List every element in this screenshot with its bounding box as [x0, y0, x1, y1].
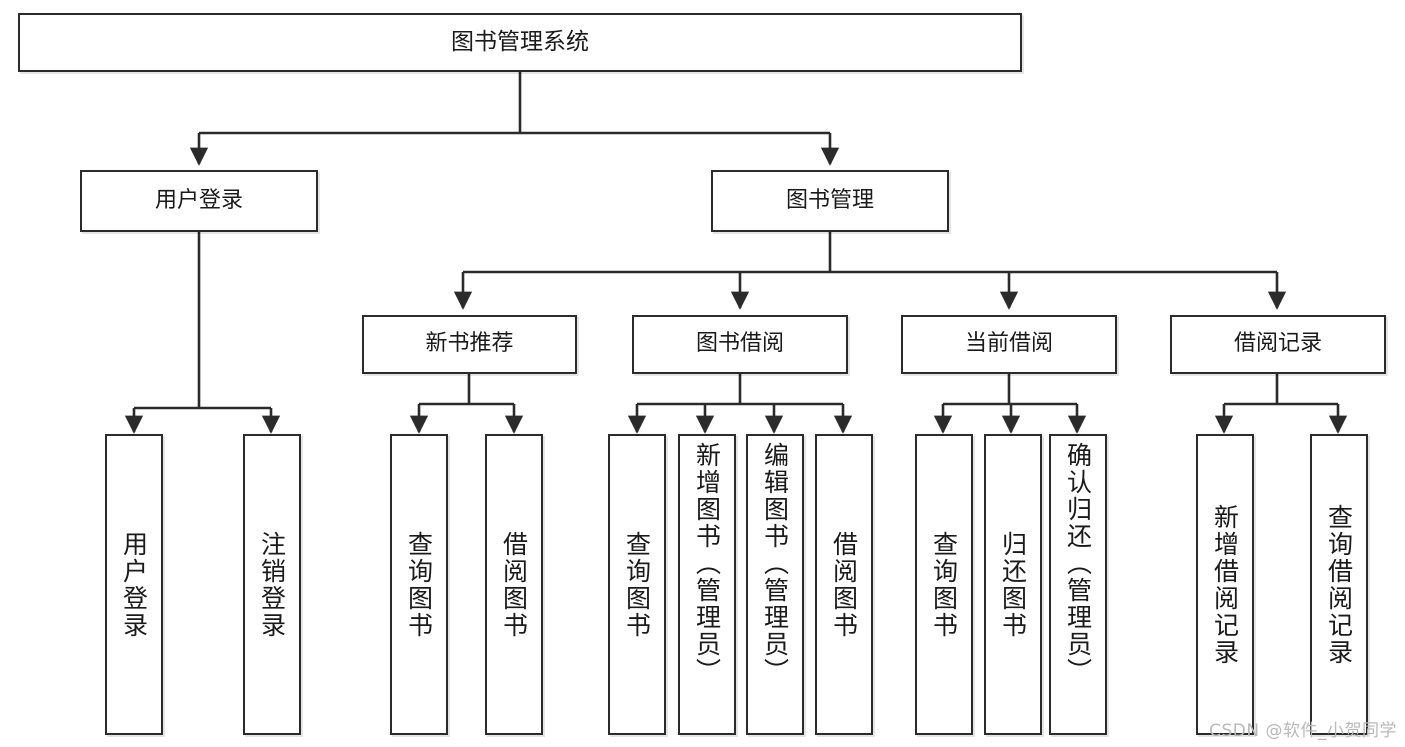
- node-current-borrow-label: 当前借阅: [964, 331, 1053, 357]
- node-leaf-borrow-book-bookborrow-label: 借阅图书: [829, 530, 859, 639]
- node-leaf-logout[interactable]: 注销登录: [243, 434, 301, 735]
- node-current-borrow[interactable]: 当前借阅: [901, 315, 1117, 374]
- node-root-label: 图书管理系统: [451, 28, 589, 55]
- node-leaf-user-login-label: 用户登录: [119, 530, 149, 639]
- node-leaf-borrow-book-newbook-label: 借阅图书: [499, 530, 529, 639]
- node-borrow-record-label: 借阅记录: [1233, 331, 1322, 357]
- node-book-borrow[interactable]: 图书借阅: [632, 315, 848, 374]
- node-leaf-edit-book-admin[interactable]: 编辑图书（管理员）: [746, 434, 804, 735]
- node-leaf-user-login[interactable]: 用户登录: [105, 434, 163, 735]
- node-leaf-add-borrow-record[interactable]: 新增借阅记录: [1196, 434, 1254, 735]
- node-book-management[interactable]: 图书管理: [711, 170, 949, 232]
- csdn-watermark: CSDN @软件_小贺同学: [1209, 721, 1397, 741]
- node-new-book-recommendation-label: 新书推荐: [425, 331, 514, 357]
- node-borrow-record[interactable]: 借阅记录: [1170, 315, 1386, 374]
- node-leaf-add-book-admin[interactable]: 新增图书（管理员）: [678, 434, 736, 735]
- node-book-management-label: 图书管理: [785, 187, 874, 213]
- node-leaf-add-borrow-record-label: 新增借阅记录: [1210, 503, 1240, 666]
- node-root-book-management-system[interactable]: 图书管理系统: [18, 13, 1022, 72]
- node-leaf-query-book-newbook[interactable]: 查询图书: [390, 434, 448, 735]
- node-book-borrow-label: 图书借阅: [695, 331, 784, 357]
- node-leaf-query-borrow-record-label: 查询借阅记录: [1324, 503, 1354, 666]
- node-leaf-confirm-return-admin-label: 确认归还（管理员）: [1063, 442, 1093, 685]
- node-user-login-label: 用户登录: [154, 187, 243, 213]
- node-leaf-add-book-admin-label: 新增图书（管理员）: [692, 442, 722, 685]
- node-leaf-return-book-label: 归还图书: [998, 530, 1028, 639]
- node-leaf-return-book[interactable]: 归还图书: [984, 434, 1042, 735]
- node-leaf-confirm-return-admin[interactable]: 确认归还（管理员）: [1049, 434, 1107, 735]
- node-user-login[interactable]: 用户登录: [80, 170, 318, 232]
- node-leaf-query-borrow-record[interactable]: 查询借阅记录: [1310, 434, 1368, 735]
- node-leaf-borrow-book-bookborrow[interactable]: 借阅图书: [815, 434, 873, 735]
- node-leaf-query-book-newbook-label: 查询图书: [404, 530, 434, 639]
- node-new-book-recommendation[interactable]: 新书推荐: [362, 315, 577, 374]
- node-leaf-query-book-borrow-label: 查询图书: [622, 530, 652, 639]
- node-leaf-query-book-current-label: 查询图书: [929, 530, 959, 639]
- node-leaf-query-book-current[interactable]: 查询图书: [915, 434, 973, 735]
- node-leaf-edit-book-admin-label: 编辑图书（管理员）: [760, 442, 790, 685]
- node-leaf-logout-label: 注销登录: [257, 530, 287, 639]
- node-leaf-query-book-borrow[interactable]: 查询图书: [608, 434, 666, 735]
- node-leaf-borrow-book-newbook[interactable]: 借阅图书: [485, 434, 543, 735]
